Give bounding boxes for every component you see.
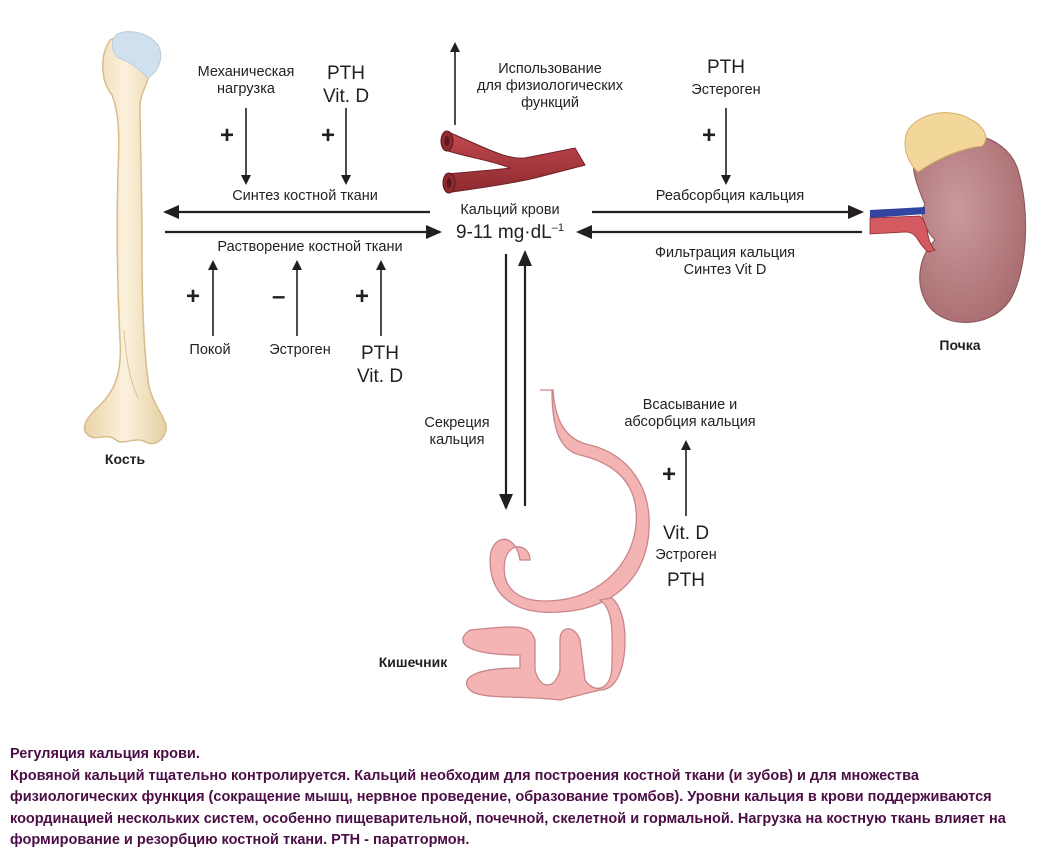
factor-rest: Покой xyxy=(189,342,231,358)
process-bone-synthesis: Синтез костной ткани xyxy=(232,188,378,204)
gut-factor-estrogen: Эстроген xyxy=(655,547,717,563)
process-bone-resorption: Растворение костной ткани xyxy=(217,239,403,255)
filtration-line: Фильтрация кальция xyxy=(654,245,796,261)
effect-sign: + xyxy=(662,461,677,488)
caption-line: формирование и резорбцию костной ткани. … xyxy=(10,832,470,848)
factor-pth-vitd-resorption: PTH Vit. D xyxy=(340,342,420,388)
usage-line: для физиологических xyxy=(477,78,623,94)
process-absorption: Всасывание и абсорбция кальция xyxy=(610,397,770,431)
gut-illustration xyxy=(462,389,650,701)
arrows xyxy=(163,42,864,516)
caption-line: физиологических функция (сокращение мышц… xyxy=(10,789,992,805)
factor-line: Механическая xyxy=(197,64,295,80)
label-bone: Кость xyxy=(104,451,146,467)
absorption-line: Всасывание и xyxy=(642,397,738,413)
usage-line: Использование xyxy=(498,61,602,77)
usage-line: функций xyxy=(521,95,579,111)
process-filtration: Фильтрация кальция Синтез Vit D xyxy=(625,245,825,279)
effect-sign: + xyxy=(355,283,370,310)
value-exponent: –1 xyxy=(551,222,564,234)
value-text: 9-11 mg·dL xyxy=(455,222,552,243)
figure-caption: Регуляция кальция крови. Кровяной кальци… xyxy=(10,744,1040,852)
process-reabsorption: Реабсорбция кальция xyxy=(655,188,805,204)
bone-illustration xyxy=(83,31,167,445)
caption-title: Регуляция кальция крови. xyxy=(10,746,200,762)
factor-line: PTH xyxy=(361,343,399,364)
usage-label: Использование для физиологических функци… xyxy=(460,61,640,112)
gut-factor-vitd: Vit. D xyxy=(662,523,710,544)
blood-calcium-value: 9-11 mg·dL–1 xyxy=(440,221,580,244)
label-kidney: Почка xyxy=(939,337,981,353)
absorption-line: абсорбция кальция xyxy=(624,414,756,430)
factor-line: PTH xyxy=(327,63,365,84)
factor-estrogen-bone: Эстроген xyxy=(269,342,331,358)
secretion-line: кальция xyxy=(429,432,485,448)
blood-calcium-label: Кальций крови xyxy=(460,202,560,218)
factor-pth-vitd-synthesis: PTH Vit. D xyxy=(306,62,386,108)
caption-line: координацией нескольких систем, особенно… xyxy=(10,810,1006,827)
factor-mechanical-load: Механическая нагрузка xyxy=(186,64,306,98)
caption-line: Кровяной кальций тщательно контролируетс… xyxy=(10,767,919,784)
secretion-line: Секреция xyxy=(424,415,490,431)
process-secretion: Секреция кальция xyxy=(412,415,502,449)
kidney-factor-pth: PTH xyxy=(707,57,745,78)
filtration-line: Синтез Vit D xyxy=(683,262,767,278)
gut-factor-pth: PTH xyxy=(667,570,705,591)
effect-sign: + xyxy=(702,122,717,149)
kidney-illustration xyxy=(869,112,1027,323)
factor-line: Vit. D xyxy=(356,366,404,387)
blood-vessel-illustration xyxy=(440,130,586,194)
factor-line: нагрузка xyxy=(217,81,275,97)
label-intestine: Кишечник xyxy=(378,654,448,670)
effect-sign: + xyxy=(186,283,201,310)
factor-line: Vit. D xyxy=(322,86,370,107)
effect-sign: + xyxy=(220,122,235,149)
kidney-factor-estrogen: Эстероген xyxy=(691,82,761,98)
effect-sign: + xyxy=(321,122,336,149)
effect-sign: – xyxy=(272,283,286,310)
